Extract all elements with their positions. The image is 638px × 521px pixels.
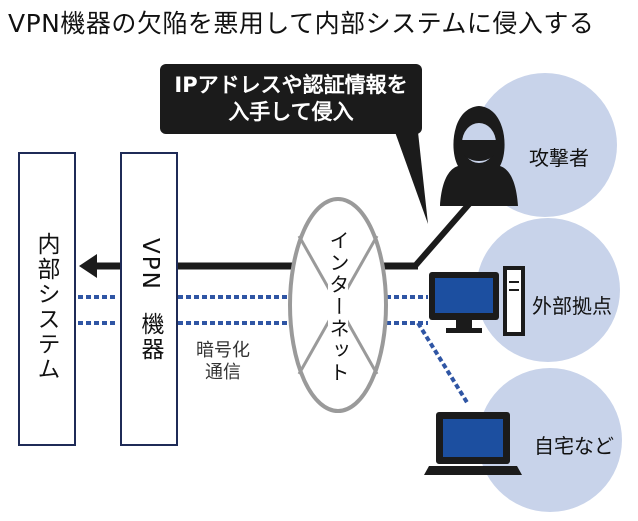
encrypted-comm-label: 暗号化 通信 — [196, 340, 250, 384]
callout-line2: 入手して侵入 — [228, 100, 354, 124]
attack-line-diagonal — [412, 201, 473, 268]
encrypted-comm-line1: 暗号化 — [196, 340, 250, 361]
callout-line1: IPアドレスや認証情報を — [174, 73, 408, 97]
arrow-left-icon — [79, 254, 97, 278]
home-circle — [478, 368, 622, 512]
internal-system-label: 内部システム — [33, 232, 59, 382]
attacker-label: 攻撃者 — [529, 146, 589, 170]
page-title: VPN機器の欠陥を悪用して内部システムに侵入する — [8, 9, 595, 38]
callout-box: IPアドレスや認証情報を 入手して侵入 — [160, 64, 422, 134]
vpn-device-label-line2: 機器 — [137, 312, 163, 362]
desktop-computer-icon — [429, 266, 525, 336]
laptop-icon — [424, 412, 522, 475]
external-site-label: 外部拠点 — [532, 294, 612, 318]
vpn-device-label-line1: VPN — [137, 238, 163, 291]
internet-label: インターネット — [326, 228, 350, 386]
home-label: 自宅など — [534, 434, 614, 458]
hooded-hacker-icon — [440, 106, 518, 206]
home-line — [416, 321, 470, 406]
internal-system-box — [18, 152, 76, 446]
vpn-device-box — [120, 152, 178, 446]
encrypted-comm-line2: 通信 — [205, 362, 241, 383]
callout-pointer — [395, 132, 428, 224]
